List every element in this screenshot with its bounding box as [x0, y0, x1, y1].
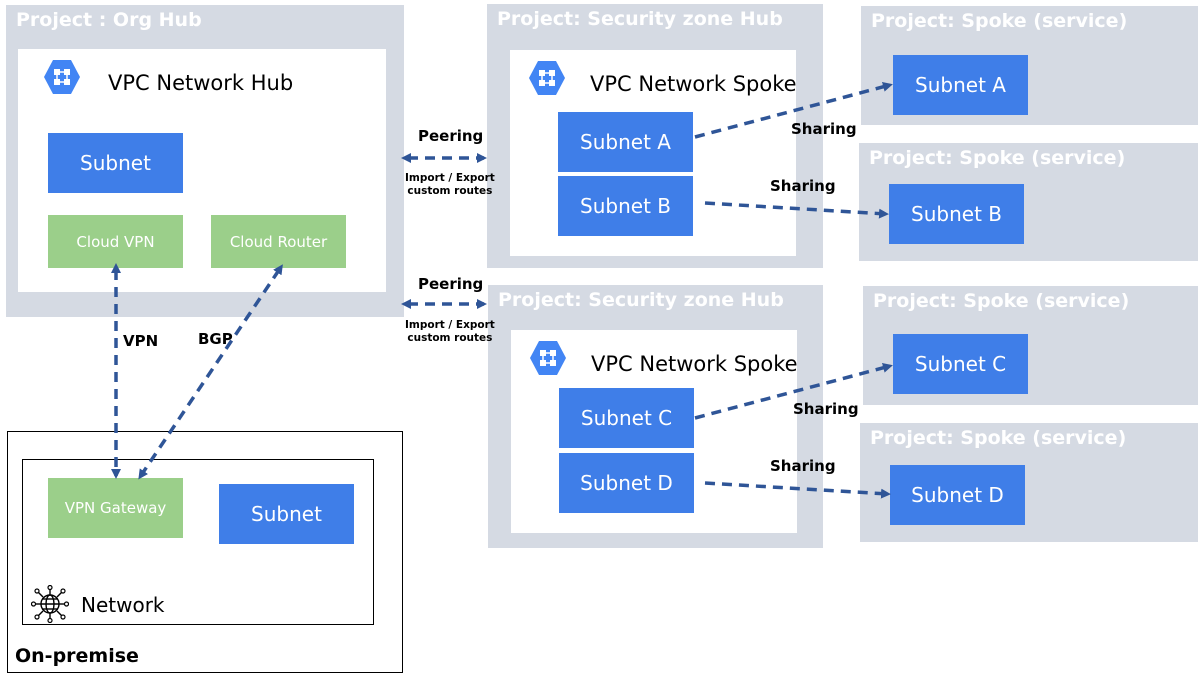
- project-title: Project: Spoke (service): [870, 427, 1127, 449]
- network-label: Network: [81, 593, 165, 617]
- sharing-label-b: Sharing: [770, 177, 836, 195]
- cloud-vpn[interactable]: Cloud VPN: [48, 215, 183, 268]
- cloud-router[interactable]: Cloud Router: [211, 215, 346, 268]
- onprem-subnet[interactable]: Subnet: [219, 484, 354, 544]
- vpc-network-hub: VPC Network Hub Subnet Cloud VPN Cloud R…: [18, 49, 386, 292]
- project-title: Project: Spoke (service): [871, 10, 1128, 32]
- project-title: Project: Spoke (service): [869, 147, 1126, 169]
- vpc-network-spoke-2: VPC Network Spoke Subnet C Subnet D: [511, 330, 798, 533]
- project-title: Project: Security zone Hub: [498, 289, 784, 311]
- peering-label-2: Peering: [418, 275, 484, 293]
- vpc-network-icon: [44, 60, 80, 94]
- globe-network-icon: [31, 585, 69, 623]
- project-title: Project : Org Hub: [16, 9, 202, 31]
- vpc-network-icon: [529, 61, 565, 95]
- security-zone-hub-1: Project: Security zone Hub VPC Network S…: [487, 4, 823, 268]
- service-spoke-d: Project: Spoke (service) Subnet D: [860, 423, 1198, 542]
- spoke-subnet-d[interactable]: Subnet D: [559, 453, 694, 513]
- vpn-link-label: VPN: [123, 332, 159, 350]
- vpc-title: VPC Network Spoke: [591, 352, 798, 376]
- service-spoke-b: Project: Spoke (service) Subnet B: [859, 143, 1198, 261]
- vpn-gateway[interactable]: VPN Gateway: [48, 478, 183, 538]
- sharing-arrow-d: [704, 481, 891, 499]
- vpc-title: VPC Network Spoke: [590, 72, 797, 96]
- spoke-subnet-a[interactable]: Subnet A: [558, 112, 693, 172]
- on-premise-network: VPN Gateway Subnet Network: [22, 459, 374, 625]
- on-premise-box: VPN Gateway Subnet Network On-pr: [7, 431, 403, 673]
- peering-note-1: Import / Export custom routes: [405, 172, 495, 197]
- org-hub-project: Project : Org Hub VPC Network Hub Subnet…: [6, 5, 404, 317]
- bgp-link-label: BGP: [198, 330, 233, 348]
- vpc-title: VPC Network Hub: [108, 71, 294, 95]
- service-spoke-c: Project: Spoke (service) Subnet C: [863, 286, 1198, 405]
- project-title: Project: Spoke (service): [873, 290, 1130, 312]
- vpc-network-icon: [530, 341, 566, 375]
- service-subnet-b[interactable]: Subnet B: [889, 184, 1024, 244]
- security-zone-hub-2: Project: Security zone Hub VPC Network S…: [488, 285, 823, 548]
- vpc-network-spoke-1: VPC Network Spoke Subnet A Subnet B: [510, 50, 797, 256]
- sharing-label-c: Sharing: [793, 400, 859, 418]
- service-subnet-d[interactable]: Subnet D: [890, 465, 1025, 525]
- peering-label-1: Peering: [418, 127, 484, 145]
- hub-subnet[interactable]: Subnet: [48, 133, 183, 193]
- spoke-subnet-b[interactable]: Subnet B: [558, 176, 693, 236]
- spoke-subnet-c[interactable]: Subnet C: [559, 388, 694, 448]
- sharing-label-d: Sharing: [770, 457, 836, 475]
- bgp-arrow: [138, 264, 283, 480]
- sharing-label-a: Sharing: [791, 120, 857, 138]
- service-subnet-c[interactable]: Subnet C: [893, 334, 1028, 394]
- sharing-arrow-b: [704, 201, 889, 219]
- peering-note-2: Import / Export custom routes: [405, 319, 495, 344]
- service-spoke-a: Project: Spoke (service) Subnet A: [861, 6, 1198, 125]
- on-premise-title: On-premise: [15, 645, 139, 667]
- service-subnet-a[interactable]: Subnet A: [893, 55, 1028, 115]
- project-title: Project: Security zone Hub: [497, 8, 783, 30]
